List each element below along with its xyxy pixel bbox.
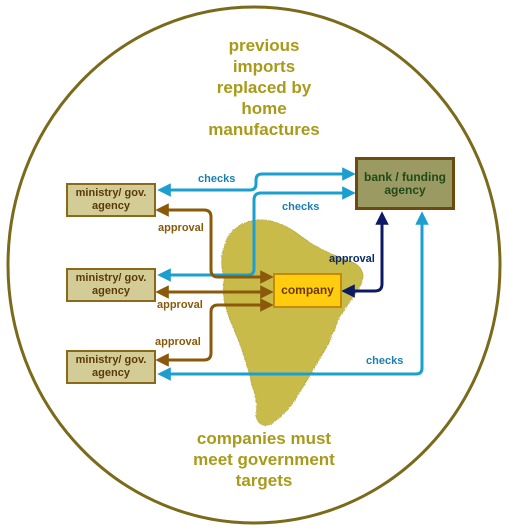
- approval-label-3: approval: [155, 336, 201, 348]
- approval-label-bank: approval: [329, 253, 375, 265]
- bottom-text: companies must meet government targets: [193, 429, 335, 490]
- approval-line-bank: [341, 211, 389, 298]
- checks-line-3: [157, 211, 429, 381]
- approval-label-1: approval: [158, 222, 204, 234]
- checks-label-3: checks: [366, 355, 404, 367]
- approval-line-3: [155, 298, 274, 367]
- ministry-node-3: ministry/ gov. agency: [66, 350, 156, 384]
- ministry-node-1: ministry/ gov. agency: [66, 183, 156, 217]
- approval-line-1: [155, 203, 274, 284]
- checks-label-1: checks: [198, 173, 236, 185]
- checks-label-2: checks: [282, 201, 320, 213]
- top-text: previous imports replaced by home manufa…: [208, 36, 320, 139]
- approval-label-2: approval: [157, 299, 203, 311]
- bank-node: bank / funding agency: [355, 157, 455, 210]
- company-node: company: [273, 273, 342, 308]
- ministry-node-2: ministry/ gov. agency: [66, 268, 156, 302]
